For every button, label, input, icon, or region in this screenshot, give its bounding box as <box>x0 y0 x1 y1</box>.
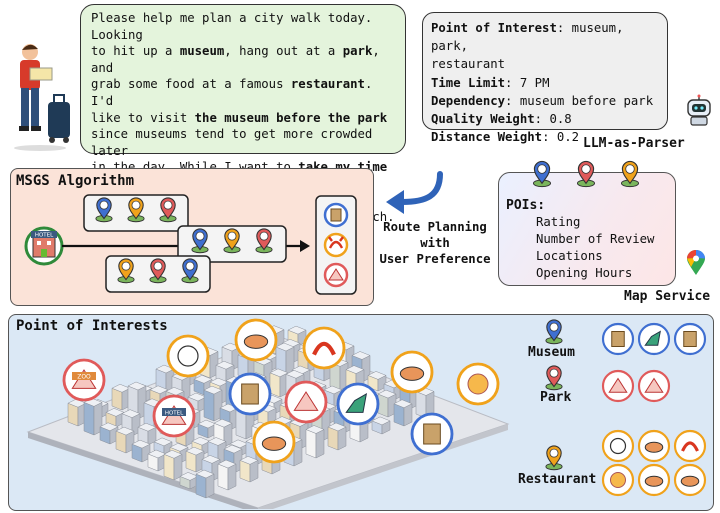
map-service-list: POIs: Rating Number of Review Locations … <box>506 197 654 282</box>
poi-panel-title: Point of Interests <box>16 318 168 334</box>
hotel-poi-sign: HOTEL <box>162 408 186 417</box>
parser-output-box: Point of Interest: museum, park, restaura… <box>422 12 668 144</box>
legend-poi-chip <box>601 322 635 356</box>
category-park: Park <box>540 390 572 405</box>
route-pin <box>255 228 273 254</box>
svg-text:ZOO: ZOO <box>77 374 91 381</box>
map-pin <box>532 160 552 188</box>
algorithm-title: MSGS Algorithm <box>16 173 135 189</box>
city-poi-chip <box>234 318 278 362</box>
poi-attr-reviews: Number of Review <box>536 232 655 246</box>
robot-icon <box>687 94 711 126</box>
route-pin <box>117 258 135 284</box>
route-pin <box>149 258 167 284</box>
parser-line: restaurant <box>431 57 506 72</box>
route-pin <box>95 197 113 223</box>
map-pin <box>576 160 596 188</box>
city-poi-chip <box>410 412 454 456</box>
request-line: grab some food at a famous restaurant. I… <box>91 77 373 108</box>
route-planning-label: Route Planning with User Preference <box>379 220 491 266</box>
request-line: since museums tend to get more crowded l… <box>91 127 373 158</box>
poi-attr-locations: Locations <box>536 249 603 263</box>
route-planning-arrow <box>386 171 443 214</box>
legend-poi-chip <box>673 463 707 497</box>
request-line: like to visit the museum before the park <box>91 110 388 125</box>
request-line: to hit up a museum, hang out at a park, … <box>91 44 380 75</box>
legend-poi-chip <box>637 322 671 356</box>
parser-label: LLM-as-Parser <box>583 136 685 151</box>
legend-poi-chip <box>601 463 635 497</box>
svg-text:HOTEL: HOTEL <box>35 233 54 239</box>
city-poi-chip <box>228 372 272 416</box>
poi-attr-rating: Rating <box>536 215 581 229</box>
google-maps-icon <box>687 250 705 275</box>
request-line: Please help me plan a city walk today. L… <box>91 11 373 42</box>
user-request-bubble: Please help me plan a city walk today. L… <box>80 4 406 224</box>
route-pin <box>159 197 177 223</box>
parser-line: Dependency: museum before park <box>431 93 654 108</box>
city-poi-chip <box>302 326 346 370</box>
city-poi-chip <box>252 420 296 464</box>
category-museum: Museum <box>528 345 575 360</box>
legend-poi-chip <box>637 369 671 403</box>
legend-poi-chip <box>637 429 671 463</box>
svg-text:HOTEL: HOTEL <box>165 411 184 417</box>
category-restaurant: Restaurant <box>518 472 597 487</box>
legend-poi-chip <box>601 369 635 403</box>
parser-line: Quality Weight: 0.8 <box>431 112 572 127</box>
legend-museum-pin <box>545 319 563 345</box>
hotel-icon: HOTEL <box>24 226 64 266</box>
map-service-label: Map Service <box>624 289 711 304</box>
legend-poi-chip <box>673 322 707 356</box>
city-poi-chip <box>166 334 210 378</box>
map-service-panel <box>498 172 676 286</box>
map-pins <box>532 160 640 188</box>
legend-park-pin <box>545 365 563 391</box>
parser-line: Time Limit: 7 PM <box>431 75 550 90</box>
pois-title: POIs: <box>506 198 546 213</box>
legend-restaurant-pin <box>545 445 563 471</box>
route-pin <box>127 197 145 223</box>
city-poi-chip <box>336 382 380 426</box>
map-pin <box>620 160 640 188</box>
zoo-sign: ZOO <box>72 372 96 381</box>
parser-line: Distance Weight: 0.2 <box>431 130 580 145</box>
poi-attr-hours: Opening Hours <box>536 266 633 280</box>
route-pin <box>181 258 199 284</box>
route-pin <box>191 228 209 254</box>
city-illustration: ZOO HOTEL <box>26 318 707 509</box>
algorithm-diagram: HOTEL <box>24 194 357 295</box>
legend-poi-chip <box>601 429 635 463</box>
city-poi-chip <box>456 362 500 406</box>
route-pin <box>223 228 241 254</box>
legend-poi-chip <box>673 429 707 463</box>
parser-line: Point of Interest: museum, park, <box>431 21 624 54</box>
city-poi-chip <box>284 380 328 424</box>
traveler-icon <box>14 44 70 151</box>
city-poi-chip <box>390 350 434 394</box>
legend-poi-chip <box>637 463 671 497</box>
